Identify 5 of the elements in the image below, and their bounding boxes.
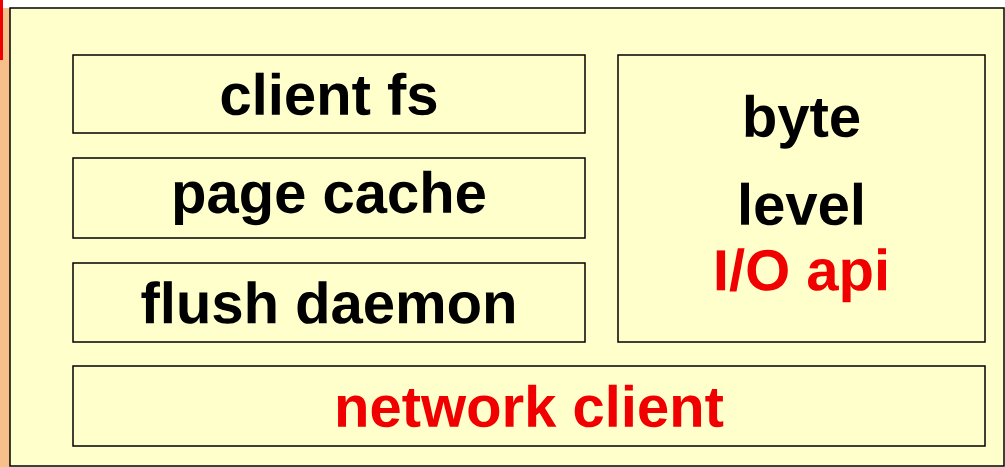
component-box: flush daemon [72, 262, 586, 343]
component-box: page cache [72, 157, 586, 239]
component-box: network client [72, 365, 986, 447]
component-box: byte level I/O api [617, 54, 986, 343]
component-box: client fs [72, 54, 586, 134]
